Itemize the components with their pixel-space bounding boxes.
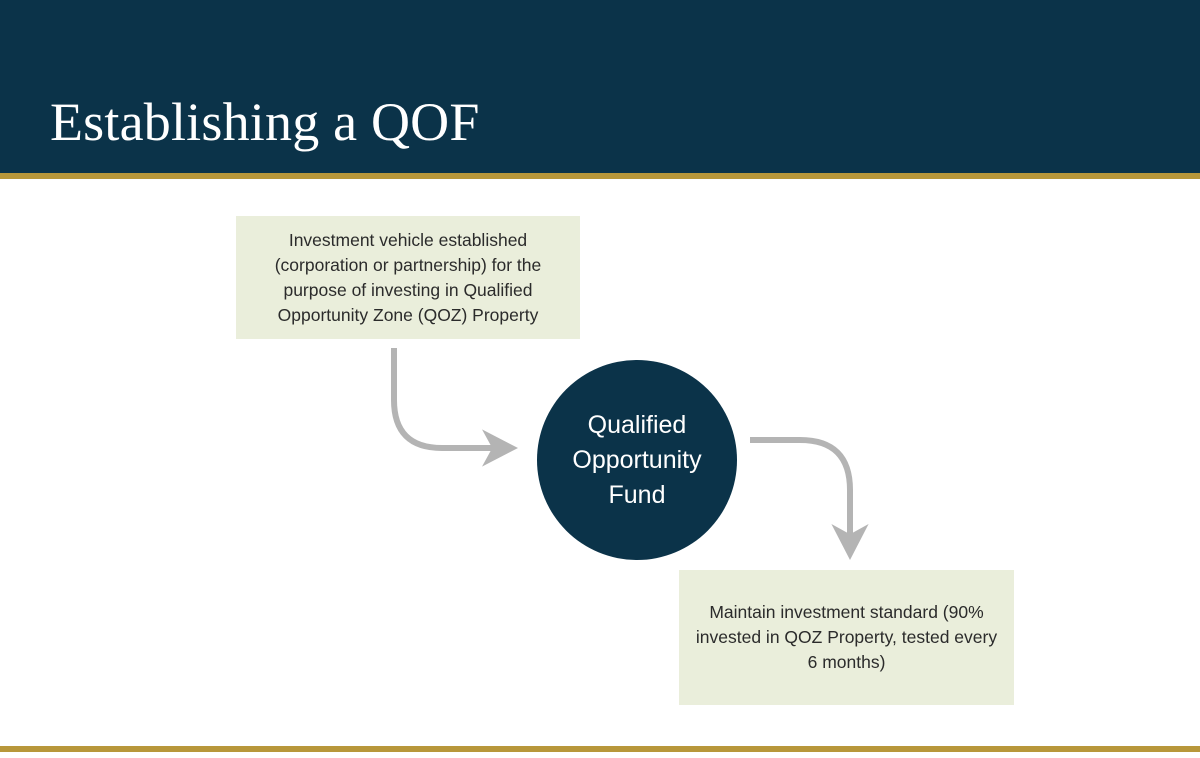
header-gold-rule — [0, 173, 1200, 179]
header-band — [0, 0, 1200, 173]
footer-gold-rule — [0, 746, 1200, 752]
qof-circle-node: Qualified Opportunity Fund — [537, 360, 737, 560]
qof-circle-label: Qualified Opportunity Fund — [572, 410, 702, 509]
page-title: Establishing a QOF — [50, 92, 480, 153]
callout-requirement: Maintain investment standard (90% invest… — [679, 570, 1014, 705]
callout-definition-label: Investment vehicle established (corporat… — [274, 229, 542, 325]
callout-definition: Investment vehicle established (corporat… — [236, 216, 580, 339]
footer-band — [0, 752, 1200, 758]
callout-requirement-label: Maintain investment standard (90% invest… — [695, 602, 998, 672]
